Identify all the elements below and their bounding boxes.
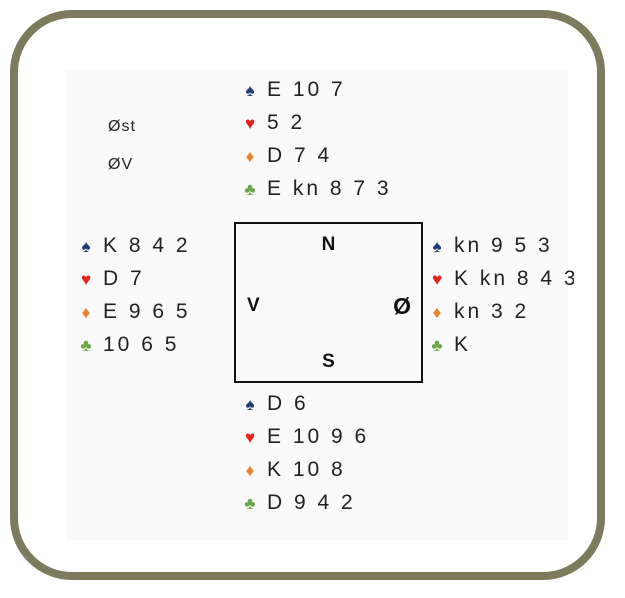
- south-hand: ♠ D 6 ♥ E 10 9 6 ♦ K 10 8 ♣ D 9 4 2: [241, 387, 369, 519]
- north-hearts-row: ♥ 5 2: [241, 106, 392, 139]
- dealer-label: Øst: [108, 118, 136, 135]
- east-hearts-row: ♥ K kn 8 4 3: [428, 262, 574, 295]
- club-icon: ♣: [244, 180, 256, 199]
- south-diamonds: K 10 8: [267, 458, 346, 481]
- north-spades-row: ♠ E 10 7: [241, 73, 392, 106]
- diamond-icon: ♦: [245, 147, 255, 166]
- west-hearts: D 7: [103, 267, 145, 290]
- heart-icon: ♥: [431, 270, 443, 289]
- spade-icon: ♠: [245, 81, 255, 100]
- diamond-icon: ♦: [432, 303, 442, 322]
- west-spades: K 8 4 2: [103, 234, 191, 257]
- east-spades-row: ♠ kn 9 5 3: [428, 229, 574, 262]
- south-clubs-row: ♣ D 9 4 2: [241, 486, 369, 519]
- south-diamonds-row: ♦ K 10 8: [241, 453, 369, 486]
- spade-icon: ♠: [245, 395, 255, 414]
- heart-icon: ♥: [80, 270, 92, 289]
- south-clubs: D 9 4 2: [267, 491, 356, 514]
- west-hearts-row: ♥ D 7: [77, 262, 191, 295]
- seat-south-label: S: [322, 351, 335, 372]
- north-hand: ♠ E 10 7 ♥ 5 2 ♦ D 7 4 ♣ E kn 8 7 3: [241, 73, 392, 205]
- club-icon: ♣: [244, 494, 256, 513]
- east-hearts: K kn 8 4 3: [454, 267, 574, 290]
- diagram-background: [66, 70, 568, 540]
- west-clubs: 10 6 5: [103, 333, 180, 356]
- west-diamonds-row: ♦ E 9 6 5: [77, 295, 191, 328]
- vulnerability-label: ØV: [108, 156, 134, 173]
- north-clubs-row: ♣ E kn 8 7 3: [241, 172, 392, 205]
- club-icon: ♣: [80, 336, 92, 355]
- north-spades: E 10 7: [267, 78, 346, 101]
- west-clubs-row: ♣ 10 6 5: [77, 328, 191, 361]
- seat-north-label: N: [321, 234, 336, 255]
- west-spades-row: ♠ K 8 4 2: [77, 229, 191, 262]
- south-spades: D 6: [267, 392, 309, 415]
- north-diamonds-row: ♦ D 7 4: [241, 139, 392, 172]
- seat-west-label: V: [247, 295, 260, 316]
- east-hand: ♠kn 9 5 3 ♥K kn 8 4 3 ♦kn 3 2 ♣K: [428, 229, 574, 361]
- east-spades: kn 9 5 3: [454, 234, 553, 257]
- east-clubs-row: ♣K: [428, 328, 574, 361]
- south-spades-row: ♠ D 6: [241, 387, 369, 420]
- spade-icon: ♠: [81, 237, 91, 256]
- seat-east-label: Ø: [393, 293, 411, 319]
- diamond-icon: ♦: [81, 303, 91, 322]
- north-hearts: 5 2: [267, 111, 306, 134]
- west-hand: ♠ K 8 4 2 ♥ D 7 ♦ E 9 6 5 ♣ 10 6 5: [77, 229, 191, 361]
- north-diamonds: D 7 4: [267, 144, 333, 167]
- spade-icon: ♠: [432, 237, 442, 256]
- diamond-icon: ♦: [245, 461, 255, 480]
- club-icon: ♣: [431, 336, 443, 355]
- east-diamonds: kn 3 2: [454, 300, 530, 323]
- south-hearts: E 10 9 6: [267, 425, 370, 448]
- compass-box: N V Ø S: [234, 222, 423, 383]
- east-diamonds-row: ♦ kn 3 2: [428, 295, 574, 328]
- east-clubs: K: [454, 333, 472, 356]
- heart-icon: ♥: [244, 114, 256, 133]
- west-diamonds: E 9 6 5: [103, 300, 191, 323]
- heart-icon: ♥: [244, 428, 256, 447]
- north-clubs: E kn 8 7 3: [267, 177, 392, 200]
- south-hearts-row: ♥ E 10 9 6: [241, 420, 369, 453]
